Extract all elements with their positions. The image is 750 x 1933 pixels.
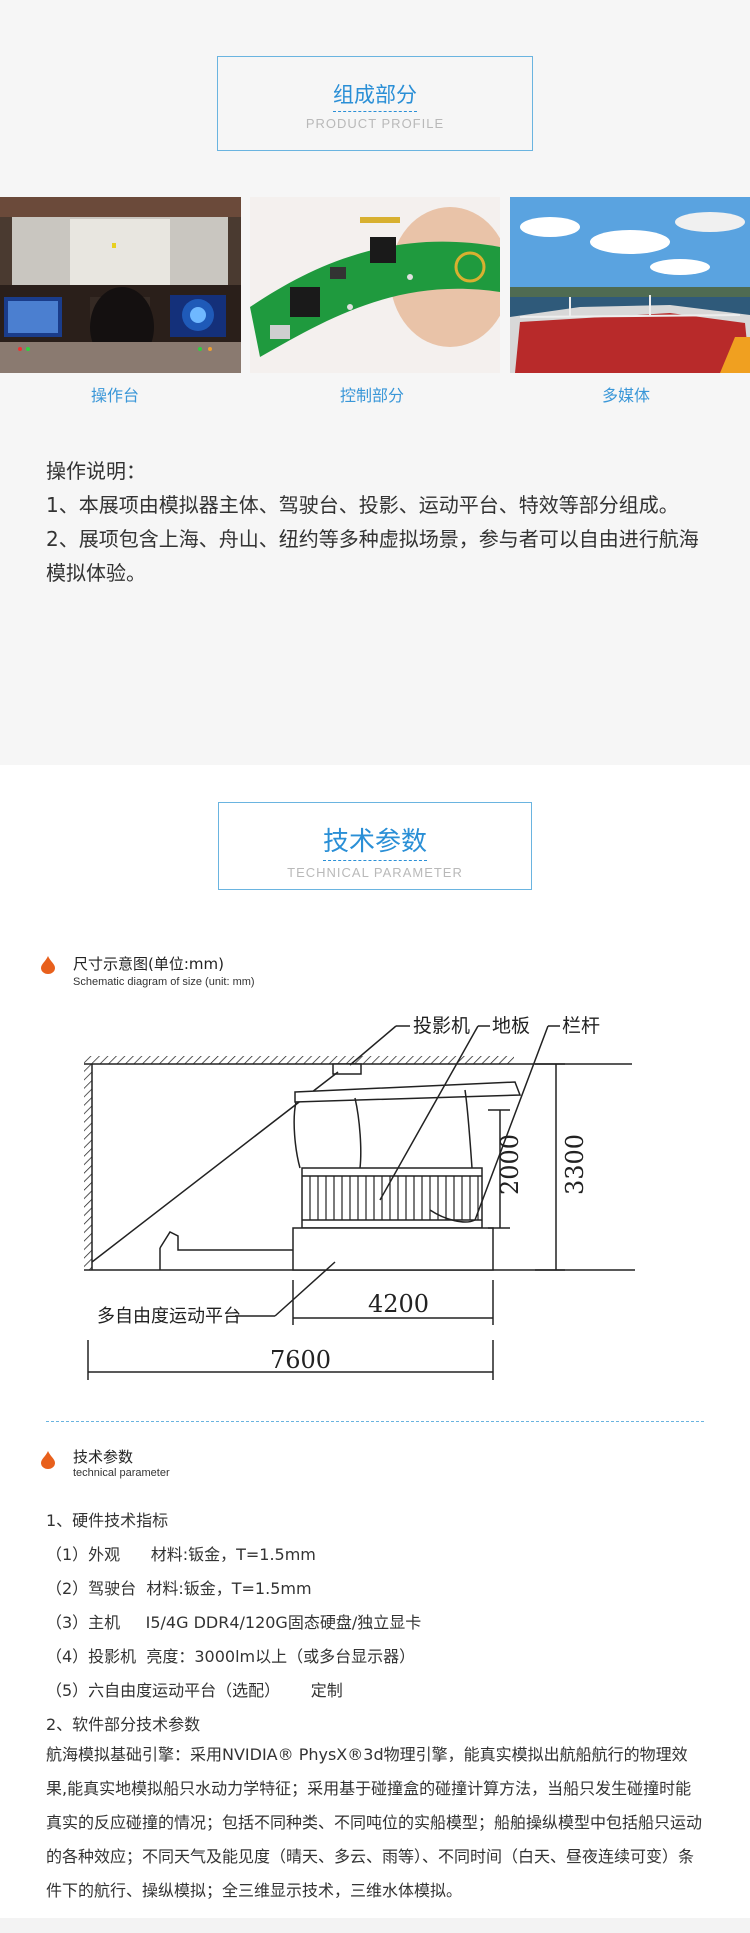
technical-parameter-section	[0, 765, 750, 1933]
dim-2000: 2000	[496, 1134, 524, 1195]
notes-item-2: 2、展项包含上海、舟山、纽约等多种虚拟场景，参与者可以自由进行航海模拟体验。	[46, 527, 699, 585]
circuit-board-photo	[250, 197, 500, 373]
label-platform: 多自由度运动平台	[97, 1306, 241, 1327]
software-paragraph: 航海模拟基础引擎：采用NVIDIA® PhysX®3d物理引擎，能真实模拟出航船…	[46, 1745, 703, 1900]
tech-title-en: TECHNICAL PARAMETER	[287, 865, 463, 880]
hardware-item-4: （4）投影机 亮度：3000lm以上（或多台显示器）	[46, 1647, 416, 1666]
software-title: 2、软件部分技术参数	[46, 1715, 201, 1734]
hardware-item-2: （2）驾驶台 材料:钣金，T=1.5mm	[46, 1579, 312, 1598]
tech-title-box: 技术参数 TECHNICAL PARAMETER	[218, 802, 532, 890]
caption-control: 控制部分	[339, 386, 404, 405]
hardware-item-5: （5）六自由度运动平台（选配） 定制	[46, 1681, 343, 1700]
tech-heading-en: technical parameter	[73, 1467, 170, 1479]
section-title-box: 组成部分 PRODUCT PROFILE	[217, 56, 533, 151]
size-schematic-diagram: 投影机 地板 栏杆 多自由度运动平台 2000 3300 4200 7600	[84, 1015, 635, 1380]
operation-notes: 操作说明： 1、本展项由模拟器主体、驾驶台、投影、运动平台、特效等部分组成。 2…	[46, 454, 706, 590]
notes-item-1: 1、本展项由模拟器主体、驾驶台、投影、运动平台、特效等部分组成。	[46, 493, 679, 517]
drop-icon	[41, 1451, 55, 1469]
tech-heading-cn: 技术参数	[73, 1448, 134, 1466]
dim-3300: 3300	[561, 1134, 589, 1195]
label-projector: 投影机	[413, 1015, 470, 1037]
section-divider	[46, 1421, 704, 1422]
tech-title-cn: 技术参数	[322, 821, 427, 861]
diagram-heading-en: Schematic diagram of size (unit: mm)	[73, 976, 255, 988]
hardware-title: 1、硬件技术指标	[46, 1511, 169, 1530]
section-title-cn: 组成部分	[333, 79, 417, 112]
bottom-bar	[0, 1918, 750, 1933]
dim-7600: 7600	[270, 1346, 331, 1374]
multimedia-scene-photo	[510, 197, 750, 373]
hardware-item-3: （3）主机 I5/4G DDR4/120G固态硬盘/独立显卡	[46, 1613, 422, 1632]
notes-title: 操作说明：	[46, 459, 146, 483]
section-title-en: PRODUCT PROFILE	[305, 116, 445, 131]
hardware-item-1: （1）外观 材料:钣金，T=1.5mm	[46, 1545, 316, 1564]
dim-4200: 4200	[368, 1290, 429, 1318]
caption-console: 操作台	[90, 386, 139, 405]
caption-multimedia: 多媒体	[601, 386, 650, 405]
diagram-heading-cn: 尺寸示意图(单位:mm)	[73, 955, 224, 973]
console-photo	[0, 197, 241, 373]
label-floor: 地板	[492, 1015, 530, 1037]
drop-icon	[41, 956, 55, 974]
product-profile-section: 组成部分 PRODUCT PROFILE	[0, 0, 750, 765]
label-railing: 栏杆	[562, 1015, 600, 1037]
